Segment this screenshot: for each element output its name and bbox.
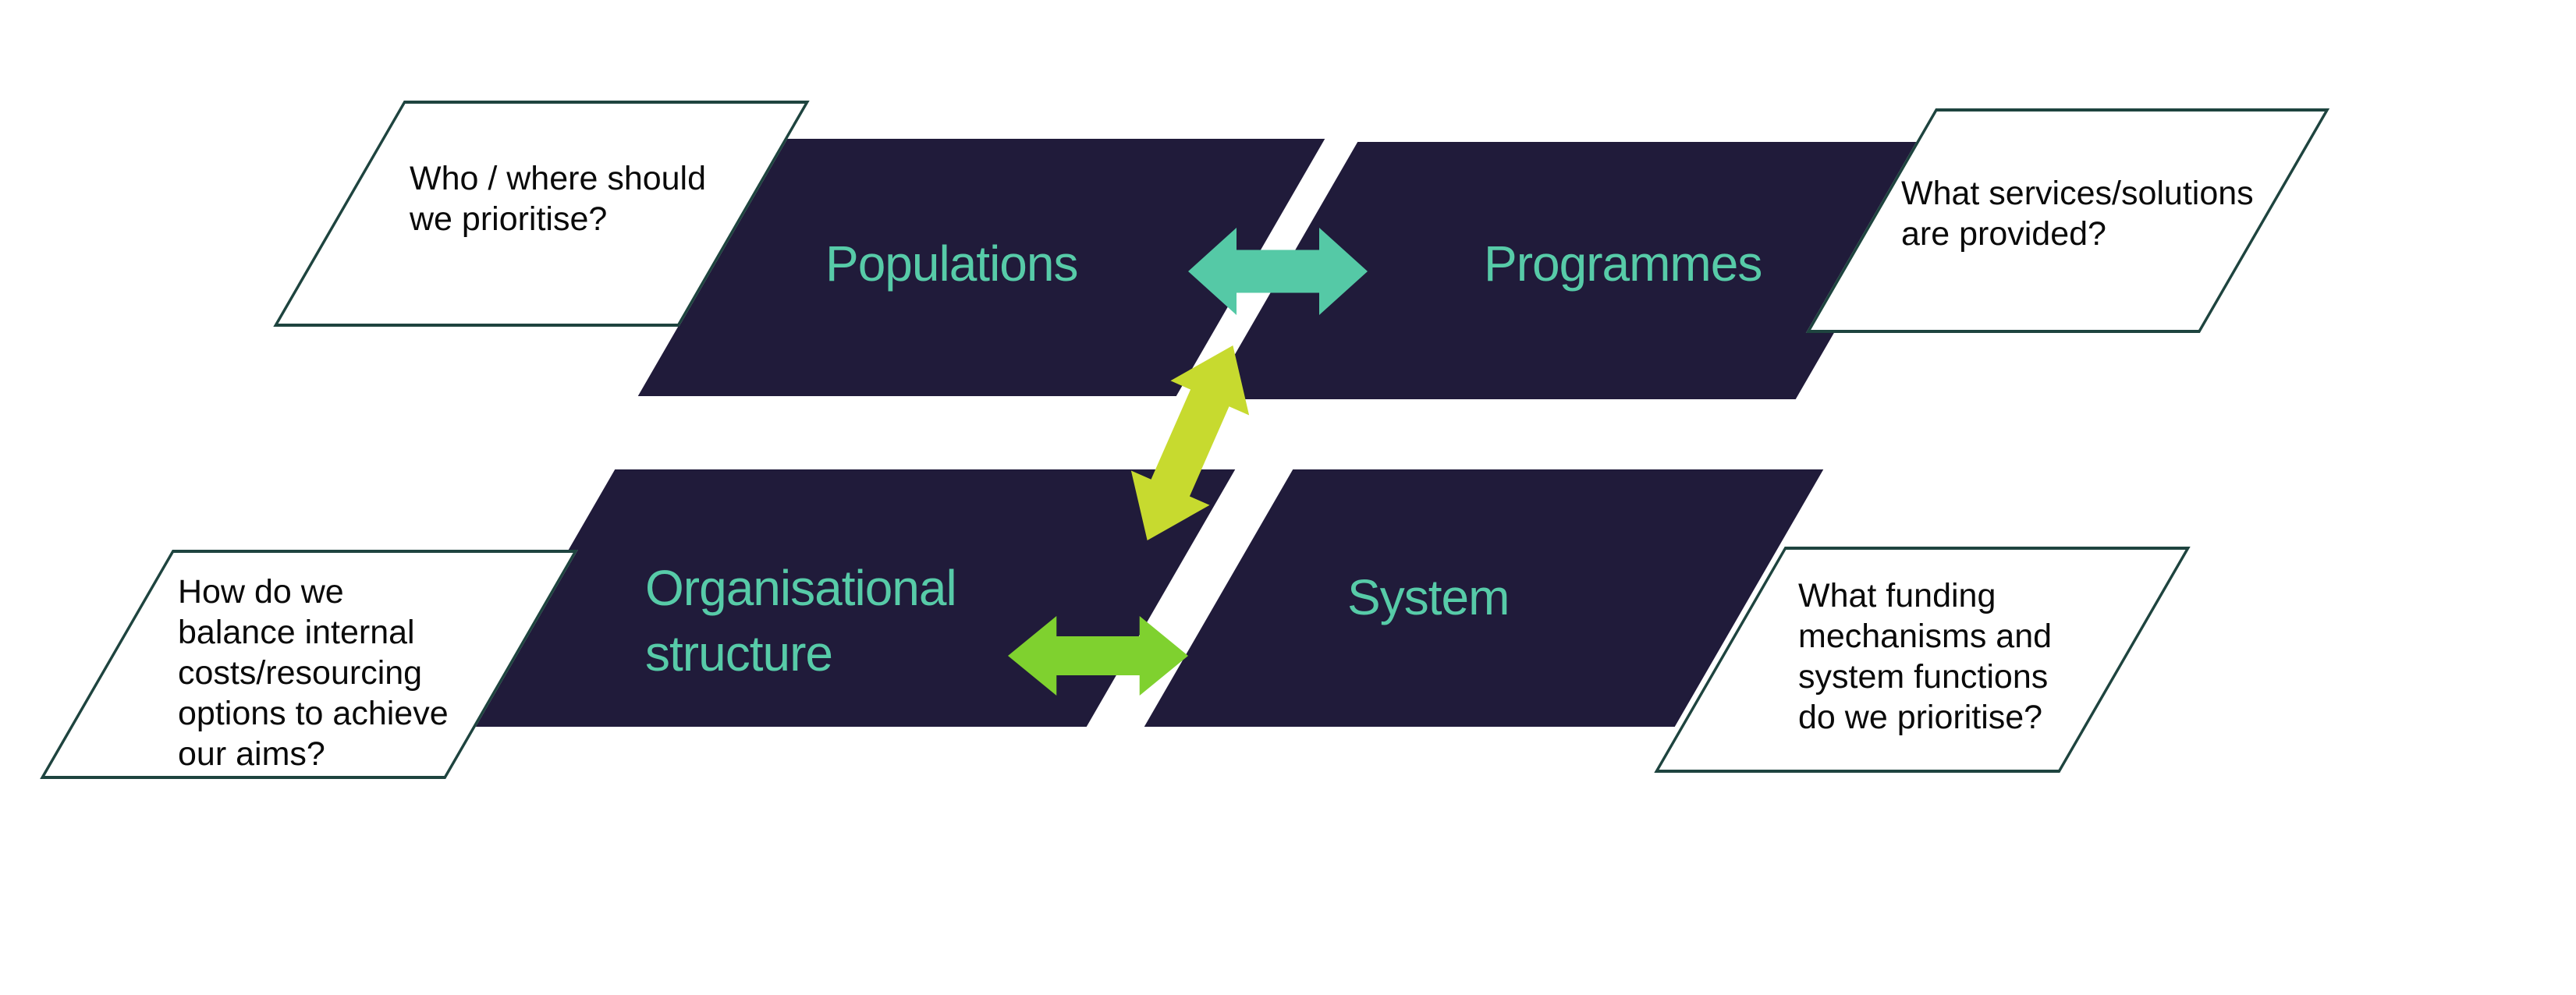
note-what-services-solutions-text: What services/solutions are provided? [1901, 175, 2254, 253]
organisational-structure-label: Organisational structure [645, 560, 957, 682]
double-arrow-populations-org-icon [1108, 328, 1272, 558]
double-arrow-horizontal-icon [1008, 616, 1188, 696]
double-arrow-horizontal-icon [1188, 228, 1368, 315]
note-who-where-prioritise-text: Who / where should we prioritise? [410, 160, 707, 238]
populations-label: Populations [825, 235, 1078, 292]
double-arrow-diagonal-icon [1130, 345, 1250, 540]
system-label: System [1347, 569, 1510, 625]
double-arrow-org-system-icon [1008, 616, 1188, 696]
double-arrow-populations-programmes-icon [1188, 228, 1368, 315]
programmes-label: Programmes [1484, 235, 1762, 292]
note-funding-mechanisms-text: What funding mechanisms and system funct… [1798, 577, 2053, 736]
note-balance-internal-costs-text: How do we balance internal costs/resourc… [178, 573, 449, 773]
